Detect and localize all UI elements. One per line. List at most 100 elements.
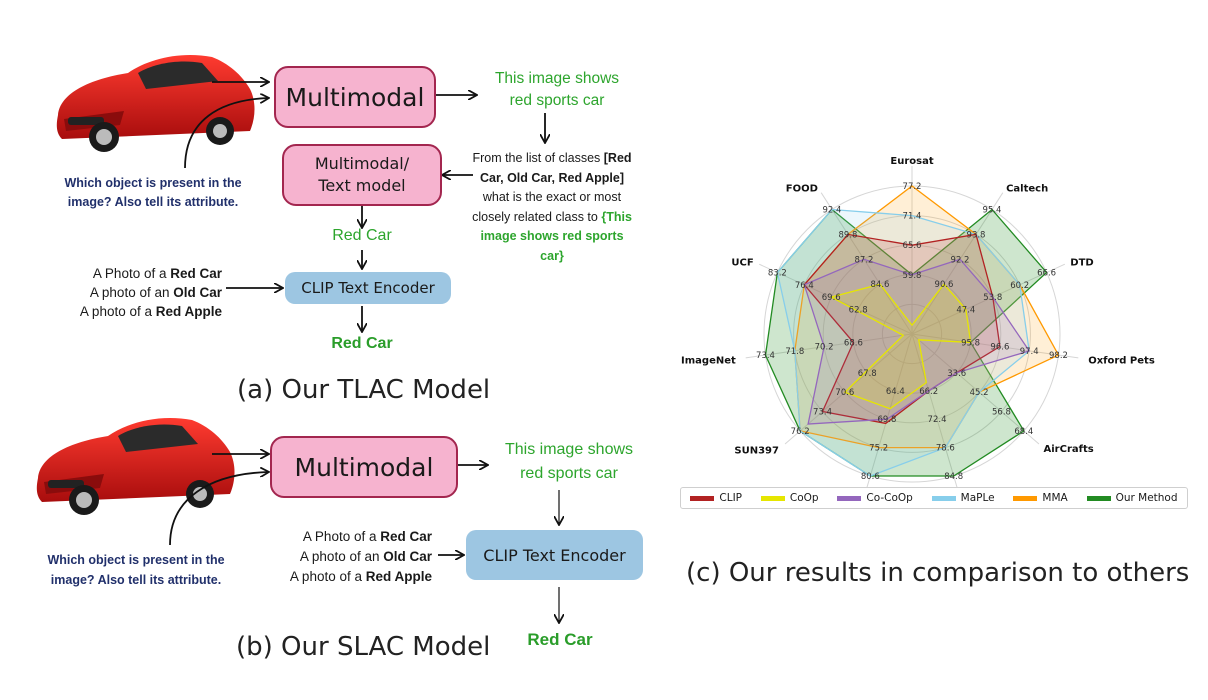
radar-value-label: 60.2 (1010, 281, 1029, 291)
radar-value-label: 87.2 (855, 255, 874, 265)
query-line2-b: image? Also tell its attribute. (50, 573, 222, 587)
radar-value-label: 56.8 (992, 408, 1011, 418)
prompt-line-2-a: A photo of an Old Car (89, 285, 222, 300)
arrows-panel-a (184, 82, 545, 331)
model-output-line2-a: red sports car (509, 92, 605, 109)
model-output-line2-b: red sports car (520, 465, 618, 482)
radar-series-coop (829, 283, 972, 410)
model-output-text-b: This image shows red sports car (484, 438, 654, 486)
multimodal-label-b: Multimodal (294, 452, 434, 482)
radar-category-label: UCF (731, 258, 753, 269)
clip-encoder-label-b: CLIP Text Encoder (483, 545, 626, 565)
radar-spoke (911, 192, 1004, 335)
radar-value-label: 66.6 (1037, 269, 1056, 279)
radar-spoke (911, 263, 1066, 335)
radar-value-label: 90.6 (935, 280, 954, 290)
radar-value-label: 65.6 (903, 241, 922, 251)
radar-value-label: 71.4 (903, 212, 922, 222)
radar-value-label: 53.8 (983, 293, 1002, 303)
legend-swatch (690, 495, 715, 501)
legend-item: Co-CoOp (837, 492, 913, 504)
clip-text-encoder-box-a: CLIP Text Encoder (285, 272, 451, 304)
radar-value-label: 64.4 (886, 387, 905, 397)
instruction-plain2: what is the exact or most closely relate… (472, 190, 622, 224)
radar-value-label: 75.2 (869, 444, 888, 454)
radar-category-label: FOOD (786, 184, 818, 195)
radar-spoke (820, 192, 913, 335)
instruction-plain1: From the list of classes (472, 151, 601, 165)
radar-value-label: 96.6 (990, 343, 1009, 353)
radar-value-label: 69.8 (878, 415, 897, 425)
radar-value-label: 70.2 (815, 343, 834, 353)
radar-value-label: 95.8 (961, 338, 980, 348)
radar-value-label: 68.6 (844, 338, 863, 348)
radar-value-label: 98.2 (1049, 351, 1068, 361)
text-model-line1: Multimodal/ (314, 154, 410, 173)
caption-panel-a: (a) Our TLAC Model (237, 375, 491, 405)
legend-item: Our Method (1086, 492, 1178, 504)
radar-spoke (911, 333, 1079, 359)
legend-label: Our Method (1115, 492, 1178, 504)
prompt-line-3-a: A photo of a Red Apple (79, 304, 222, 319)
legend-item: MMA (1013, 492, 1068, 504)
text-model-box-a: Multimodal/ Text model (282, 144, 442, 206)
radar-value-label: 78.6 (936, 444, 955, 454)
radar-category-label: AirCrafts (1044, 444, 1094, 455)
radar-series-maple (776, 208, 1030, 477)
radar-value-label: 84.6 (871, 280, 890, 290)
radar-value-label: 66.2 (919, 387, 938, 397)
legend-swatch (931, 495, 956, 501)
radar-series-co-coop (803, 258, 1031, 425)
query-text-b: Which object is present in the image? Al… (20, 550, 252, 590)
radar-value-label: 71.8 (785, 347, 804, 357)
radar-value-label: 68.4 (1014, 427, 1033, 437)
multimodal-box-a: Multimodal (274, 66, 436, 128)
radar-value-label: 62.8 (849, 305, 868, 315)
multimodal-box-b: Multimodal (270, 436, 458, 498)
query-line1-b: Which object is present in the (47, 553, 225, 567)
legend-label: MaPLe (960, 492, 995, 504)
legend-swatch (837, 495, 862, 501)
legend-swatch (1086, 495, 1111, 501)
radar-spoke (864, 333, 913, 496)
query-line1-a: Which object is present in the (64, 176, 242, 190)
radar-value-label: 97.4 (1020, 347, 1039, 357)
radar-value-label: 45.2 (970, 388, 989, 398)
legend-item: CoOp (760, 492, 819, 504)
prompt-line-1-b: A Photo of a Red Car (302, 529, 432, 544)
radar-category-label: SUN397 (734, 445, 779, 456)
legend-swatch (760, 495, 785, 501)
radar-value-label: 72.4 (928, 415, 947, 425)
radar-value-label: 33.6 (947, 369, 966, 379)
radar-value-label: 59.8 (903, 271, 922, 281)
intermediate-red-car-a: Red Car (332, 227, 392, 244)
radar-value-label: 73.4 (813, 408, 832, 418)
radar-category-label: DTD (1070, 258, 1093, 269)
prompt-line-3-b: A photo of a Red Apple (289, 569, 432, 584)
text-model-line2: Text model (318, 176, 406, 195)
radar-value-label: 73.4 (756, 351, 775, 361)
radar-value-label: 92.4 (823, 205, 842, 215)
prompt-line-2-b: A photo of an Old Car (299, 549, 432, 564)
radar-category-label: Eurosat (890, 156, 933, 167)
prompt-list-b: A Photo of a Red Car A photo of an Old C… (228, 527, 432, 587)
radar-value-label: 93.8 (967, 230, 986, 240)
caption-panel-b: (b) Our SLAC Model (236, 632, 491, 662)
legend-label: CoOp (789, 492, 819, 504)
radar-value-label: 83.2 (768, 269, 787, 279)
arrows-panel-b (169, 454, 559, 622)
legend-label: MMA (1042, 492, 1068, 504)
instruction-caption-ref: {This image shows red sports car} (480, 209, 632, 263)
final-output-a: Red Car (331, 335, 393, 352)
radar-value-label: 67.8 (858, 369, 877, 379)
instruction-class-list: [Red Car, Old Car, Red Apple] (479, 151, 632, 185)
radar-value-label: 76.4 (795, 281, 814, 291)
radar-value-label: 80.6 (861, 472, 880, 482)
radar-spoke (911, 333, 1040, 445)
query-text-a: Which object is present in the image? Al… (40, 174, 266, 212)
class-instruction-text: From the list of classes [Red Car, Old C… (470, 149, 634, 266)
radar-value-label: 47.4 (956, 305, 975, 315)
prompt-line-1-a: A Photo of a Red Car (92, 266, 222, 281)
